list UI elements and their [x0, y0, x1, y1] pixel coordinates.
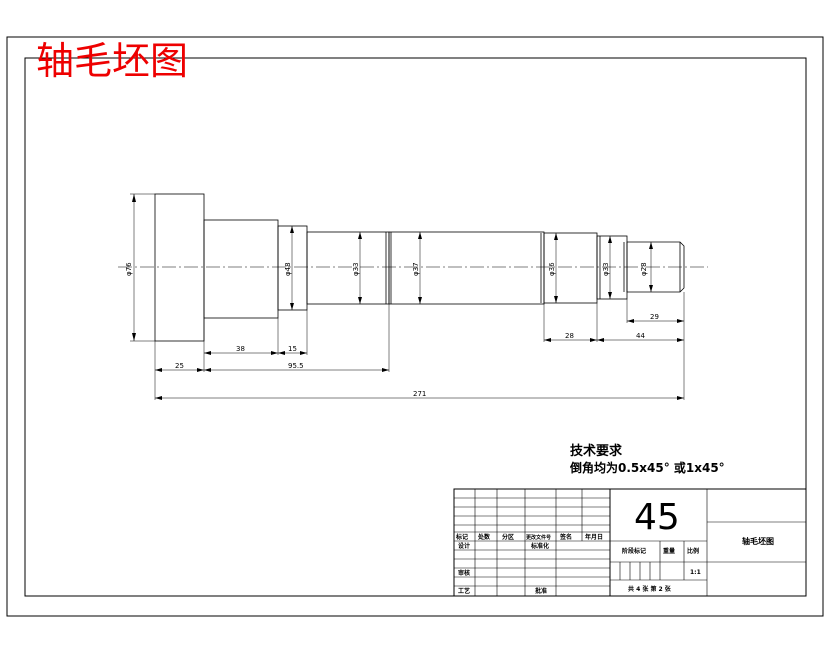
dim-d37: φ37	[412, 262, 420, 276]
dim-25: 25	[175, 362, 184, 370]
lbl-weight: 重量	[663, 547, 675, 555]
hdr-date: 年月日	[585, 533, 603, 541]
dimension-arrows	[132, 194, 684, 400]
shaft-section-2	[203, 219, 279, 319]
sheet-count: 共 4 张 第 2 张	[628, 585, 672, 593]
dim-28: 28	[565, 332, 574, 340]
lbl-standardization: 标准化	[530, 542, 549, 550]
title-block-text: 标记 处数 分区 更改文件号 签名 年月日 设计 标准化 审核 工艺 批准 阶段…	[455, 533, 774, 595]
dim-d33b: φ33	[602, 262, 610, 276]
dim-d48: φ48	[284, 262, 292, 276]
title-block	[453, 488, 807, 597]
drawing-name: 轴毛坯图	[742, 536, 774, 546]
lbl-process: 工艺	[458, 587, 470, 595]
lbl-approve: 批准	[535, 587, 547, 595]
dim-d36: φ36	[548, 262, 556, 276]
hdr-zone: 分区	[502, 533, 514, 541]
scale-value: 1:1	[690, 569, 701, 576]
inner-border	[24, 57, 807, 597]
tech-req-line: 倒角均为0.5x45° 或1x45°	[569, 460, 725, 475]
tech-req-heading: 技术要求	[570, 443, 623, 459]
dim-271: 271	[413, 390, 426, 398]
hdr-signature: 签名	[559, 533, 572, 541]
dim-15: 15	[288, 345, 297, 353]
material-value: 45	[634, 497, 680, 538]
lbl-designer: 设计	[458, 542, 470, 550]
dim-95-5: 95.5	[288, 362, 304, 370]
length-labels: 25 38 15 95.5 271 28 44 29	[175, 313, 659, 398]
shaft-section-1	[154, 193, 205, 342]
dim-38: 38	[236, 345, 245, 353]
hdr-mark: 标记	[455, 533, 468, 541]
dimension-lines	[130, 193, 685, 400]
dim-d76: φ76	[125, 262, 133, 276]
lbl-checker: 审核	[458, 569, 470, 577]
diameter-labels: φ76 φ48 φ33 φ37 φ36 φ33 φ28	[125, 262, 648, 276]
dim-44: 44	[636, 332, 645, 340]
shaft-outline	[154, 193, 685, 342]
dim-d33a: φ33	[352, 262, 360, 276]
dim-d28: φ28	[640, 262, 648, 276]
hdr-change-doc: 更改文件号	[526, 534, 551, 541]
shaft-section-3	[277, 225, 308, 311]
lbl-ratio: 比例	[687, 547, 699, 555]
dim-29: 29	[650, 313, 659, 321]
hdr-count: 处数	[477, 533, 491, 541]
lbl-stage-mark: 阶段标记	[622, 547, 646, 555]
shaft-section-4	[306, 231, 390, 305]
drawing-title: 轴毛坯图	[36, 39, 188, 83]
outer-border	[6, 36, 824, 617]
